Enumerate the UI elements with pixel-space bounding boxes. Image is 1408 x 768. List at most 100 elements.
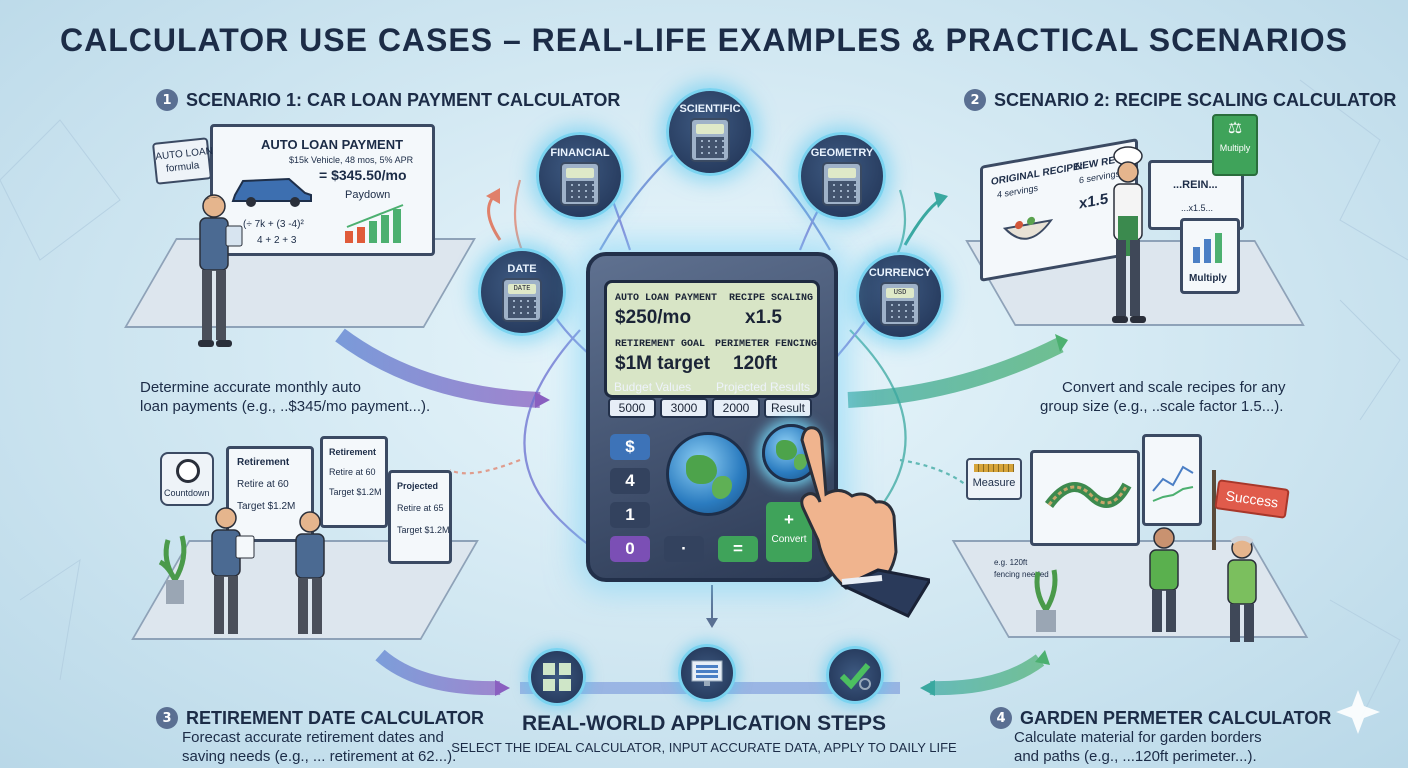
- mon3-line-1: Retire at 65: [397, 503, 444, 513]
- recipe-scaling-value: x1.5: [745, 307, 782, 328]
- clock-icon: [176, 459, 200, 483]
- mon1-title: Retirement: [237, 457, 290, 468]
- checkmark-icon: [839, 663, 871, 690]
- calculator-grid-icon: [543, 663, 571, 691]
- key-4[interactable]: 4: [610, 468, 650, 494]
- scenario-2-title: SCENARIO 2: RECIPE SCALING CALCULATOR: [994, 89, 1397, 110]
- currency-calculator-bubble[interactable]: CURRENCY USD: [856, 252, 944, 340]
- key-1[interactable]: 1: [610, 502, 650, 528]
- measure-tag: Measure: [966, 458, 1022, 500]
- scenario-1-title: SCENARIO 1: CAR LOAN PAYMENT CALCULATOR: [186, 89, 621, 110]
- scenario-2-description: Convert and scale recipes for any group …: [1040, 378, 1350, 416]
- factor-small: ...x1.5...: [1181, 203, 1214, 213]
- multiply-tag: ⚖ Multiply: [1212, 114, 1258, 176]
- person-scene-4-inspector: [1227, 536, 1257, 642]
- retirement-goal-value: $1M target: [615, 353, 711, 374]
- globe-icon: [666, 432, 750, 516]
- scenario-3-desc-line-2: saving needs (e.g., ... retirement at 62…: [182, 748, 457, 765]
- scenario-1-heading: 1 SCENARIO 1: CAR LOAN PAYMENT CALCULATO…: [156, 89, 620, 111]
- scenario-1-desc-line-1: Determine accurate monthly auto: [140, 379, 361, 396]
- board-title: AUTO LOAN PAYMENT: [261, 137, 404, 152]
- car-illustration: [231, 177, 312, 207]
- financial-calculator-icon: [560, 161, 600, 206]
- scenario-1-number: 1: [156, 89, 178, 111]
- value-box-2000[interactable]: 2000: [712, 398, 760, 418]
- measure-text: Measure: [972, 477, 1016, 489]
- person-scene-3: [211, 507, 255, 634]
- mon3-title: Projected: [397, 481, 439, 491]
- bowl-icon: [1002, 216, 1054, 240]
- budget-values-label: Budget Values: [614, 380, 692, 394]
- bar-chart-icon: [1193, 233, 1222, 263]
- board-subtitle: $15k Vehicle, 48 mos, 5% APR: [289, 155, 414, 165]
- projected-results-label: Projected Results: [716, 380, 811, 394]
- scenario-3-desc-line-1: Forecast accurate retirement dates and: [182, 729, 444, 746]
- note-line-1: e.g. 120ft: [994, 558, 1028, 567]
- currency-calculator-icon: USD: [880, 281, 920, 326]
- geometry-calculator-bubble[interactable]: GEOMETRY: [798, 132, 886, 220]
- calculator-screen: AUTO LOAN PAYMENT $250/mo RECIPE SCALING…: [604, 280, 820, 398]
- main-calculator: AUTO LOAN PAYMENT $250/mo RECIPE SCALING…: [586, 252, 838, 582]
- formula-line-2: 4 + 2 + 3: [257, 235, 297, 246]
- person-scene-4: [1149, 527, 1179, 632]
- retirement-monitor-2: Retirement Retire at 60 Target $1.2M: [320, 436, 388, 528]
- plant-icon: [158, 535, 187, 604]
- perimeter-fencing-value: 120ft: [733, 353, 778, 374]
- countdown-text: Countdown: [164, 488, 210, 498]
- board-result: = $345.50/mo: [319, 167, 407, 183]
- date-calculator-bubble[interactable]: DATE DATE: [478, 248, 566, 336]
- scenario-1-desc-line-2: loan payments (e.g., ..$345/mo payment..…: [140, 398, 431, 415]
- scenario-3-description: Forecast accurate retirement dates and s…: [182, 728, 482, 766]
- scenario-3-heading: 3 RETIREMENT DATE CALCULATOR: [156, 707, 484, 729]
- auto-loan-whiteboard: AUTO LOAN PAYMENT $15k Vehicle, 48 mos, …: [210, 124, 435, 256]
- scientific-label: SCIENTIFIC: [679, 102, 741, 115]
- auto-loan-value: $250/mo: [615, 307, 692, 328]
- plus-icon: +: [784, 510, 794, 529]
- date-calculator-icon: DATE: [502, 277, 542, 322]
- scenario-1-description: Determine accurate monthly auto loan pay…: [140, 378, 440, 416]
- geometry-calculator-icon: [822, 161, 862, 206]
- key-0[interactable]: 0: [610, 536, 650, 562]
- value-box-3000[interactable]: 3000: [660, 398, 708, 418]
- date-label: DATE: [507, 262, 537, 275]
- multiply-chart-board: Multiply: [1180, 218, 1240, 294]
- scenario-4-heading: 4 GARDEN PERMETER CALCULATOR: [990, 707, 1331, 729]
- value-box-5000[interactable]: 5000: [608, 398, 656, 418]
- dollar-key[interactable]: $: [610, 434, 650, 460]
- retirement-monitor-3: Projected Retire at 65 Target $1.2M: [388, 470, 452, 564]
- currency-label: CURRENCY: [868, 266, 932, 279]
- geometry-label: GEOMETRY: [810, 146, 874, 159]
- auto-loan-label: AUTO LOAN PAYMENT: [615, 293, 718, 304]
- scenario-3-title: RETIREMENT DATE CALCULATOR: [186, 707, 484, 728]
- mon3-line-2: Target $1.2M: [397, 525, 450, 535]
- decimal-key[interactable]: ·: [664, 536, 704, 562]
- multiply-board-text: Multiply: [1189, 273, 1227, 284]
- scenario-2-heading: 2 SCENARIO 2: RECIPE SCALING CALCULATOR: [964, 89, 1396, 111]
- garden-note: e.g. 120ft fencing needed: [994, 558, 1064, 608]
- monitor-icon: [691, 660, 723, 686]
- pointing-hand-icon: [800, 426, 930, 618]
- countdown-card: Countdown: [160, 452, 214, 506]
- equals-key[interactable]: =: [718, 536, 758, 562]
- select-calculator-step-icon: [528, 648, 586, 706]
- board-paydown: Paydown: [345, 189, 391, 201]
- garden-chart-board: [1142, 434, 1202, 526]
- scenario-2-number: 2: [964, 89, 986, 111]
- steps-subtitle: SELECT THE IDEAL CALCULATOR, INPUT ACCUR…: [451, 740, 957, 755]
- line-chart-icon: [1152, 465, 1194, 502]
- scale-icon: ⚖: [1227, 120, 1243, 137]
- financial-label: FINANCIAL: [550, 146, 610, 159]
- page-title: CALCULATOR USE CASES – REAL-LIFE EXAMPLE…: [60, 22, 1348, 58]
- recipe-scaling-label: RECIPE SCALING: [729, 293, 814, 304]
- plant-icon-2: [1034, 569, 1058, 632]
- retirement-monitor-1: Retirement Retire at 60 Target $1.2M: [226, 446, 314, 542]
- formula-line-1: (÷ 7k + (3 -4)²: [243, 219, 304, 230]
- input-data-step-icon: [678, 644, 736, 702]
- mon2-title: Retirement: [329, 447, 377, 457]
- scientific-calculator-bubble[interactable]: SCIENTIFIC: [666, 88, 754, 176]
- result-box[interactable]: Result: [764, 398, 812, 418]
- apply-step-icon: [826, 646, 884, 704]
- scientific-calculator-icon: [690, 117, 730, 162]
- scenario-4-number: 4: [990, 707, 1012, 729]
- financial-calculator-bubble[interactable]: FINANCIAL: [536, 132, 624, 220]
